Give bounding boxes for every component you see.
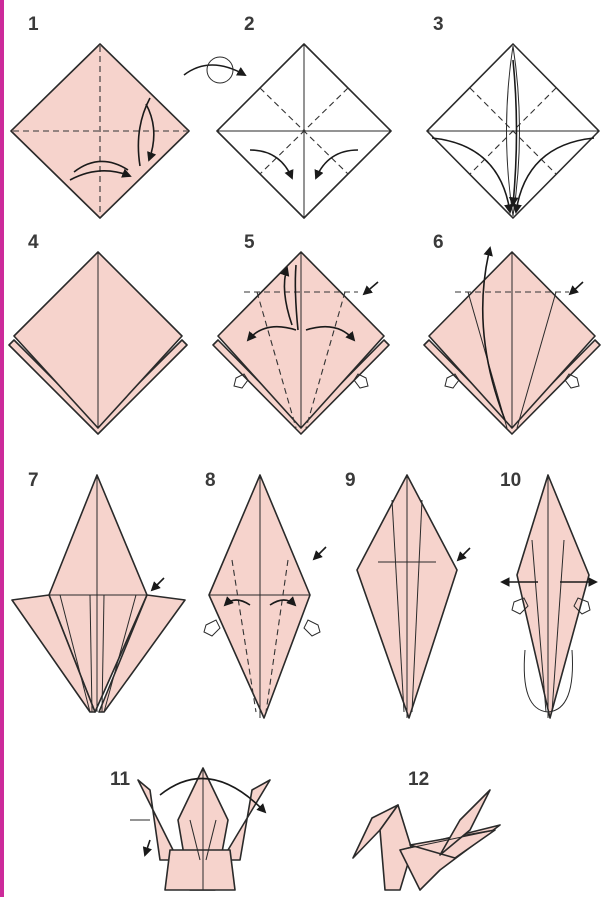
step-8-figure — [204, 475, 326, 718]
step-number-9: 9 — [345, 470, 356, 491]
step-6-figure — [424, 248, 600, 434]
step-number-12: 12 — [408, 769, 429, 790]
step-7-figure — [12, 475, 185, 712]
step-9-figure — [357, 475, 470, 718]
step-11-figure — [130, 768, 270, 890]
step-10-figure — [502, 475, 596, 718]
step-number-5: 5 — [244, 232, 255, 253]
step-number-1: 1 — [28, 14, 39, 35]
step-number-8: 8 — [205, 470, 216, 491]
step-number-10: 10 — [500, 470, 521, 491]
step-number-3: 3 — [433, 14, 444, 35]
step-12-figure — [353, 790, 500, 890]
step-5-figure — [213, 252, 389, 434]
step-1-figure — [11, 44, 189, 218]
step-3-figure — [427, 44, 599, 218]
step-number-6: 6 — [433, 232, 444, 253]
step-number-4: 4 — [28, 232, 39, 253]
step-number-11: 11 — [110, 769, 131, 790]
step-4-figure — [9, 252, 187, 434]
step-2-figure — [184, 44, 391, 218]
step-number-2: 2 — [244, 14, 255, 35]
step-number-7: 7 — [28, 470, 39, 491]
